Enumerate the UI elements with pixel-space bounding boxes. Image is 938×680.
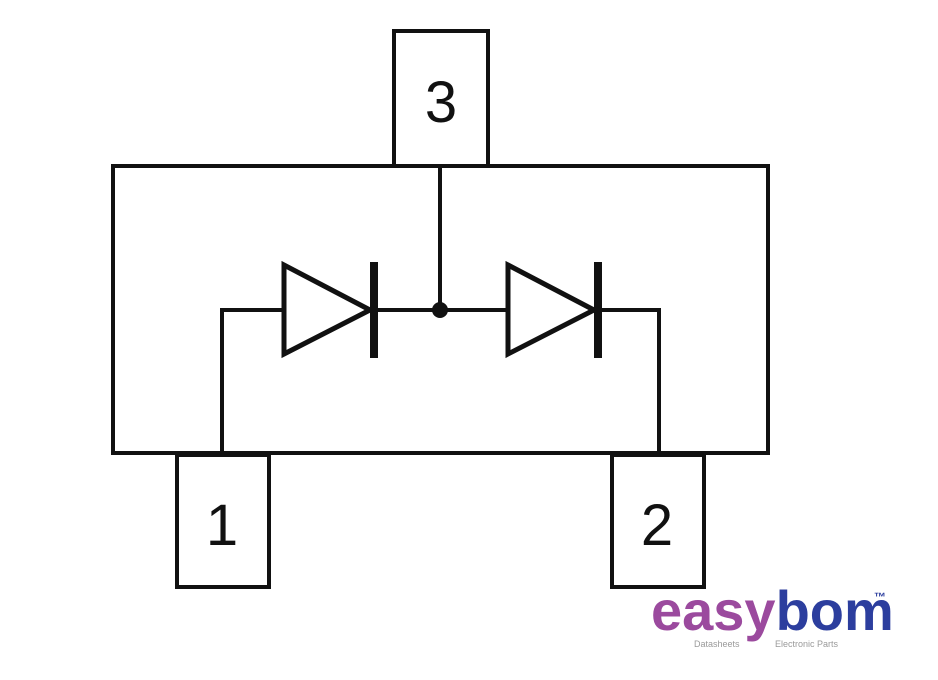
diode-2-triangle <box>505 260 600 359</box>
wire-pin1-to-diode1 <box>220 308 283 453</box>
wire-diode2-to-pin2 <box>598 308 661 453</box>
pin-2: 2 <box>610 453 706 589</box>
logo-tagline-left: Datasheets <box>694 639 740 649</box>
pin-1-lead <box>175 453 271 589</box>
logo-text: easybom <box>651 579 894 642</box>
logo-trademark: ™ <box>874 590 886 604</box>
logo-part-easy: easy <box>651 579 776 642</box>
easybom-logo: easybom ™ Datasheets Electronic Parts <box>651 579 894 649</box>
pin-3: 3 <box>392 29 490 168</box>
logo-tagline-right: Electronic Parts <box>775 639 839 649</box>
pin-2-lead <box>610 453 706 589</box>
pin-2-label: 2 <box>641 493 673 558</box>
internal-wiring <box>220 166 661 453</box>
diode-1 <box>281 260 378 359</box>
logo-part-bom: bom <box>776 579 894 642</box>
diode-2 <box>505 260 602 359</box>
pin-1-label: 1 <box>206 493 238 558</box>
diode-1-triangle <box>281 260 376 359</box>
junction-dot <box>432 302 448 318</box>
pin-1: 1 <box>175 453 271 589</box>
pin-3-label: 3 <box>425 70 457 135</box>
